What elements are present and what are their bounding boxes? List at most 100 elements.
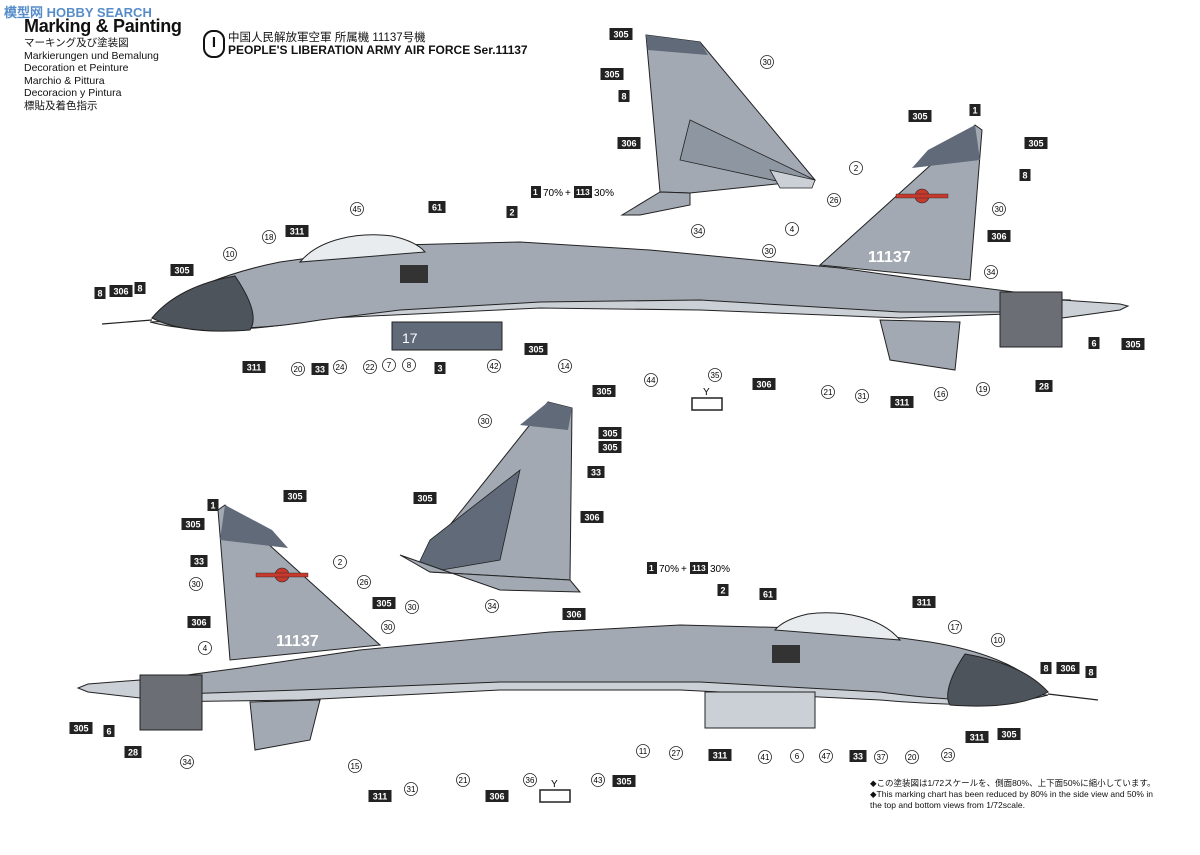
callout-boxed-label: 6 (106, 727, 111, 737)
callout-boxed: 311 (708, 749, 732, 761)
callout-boxed: 33 (587, 466, 605, 478)
callout-boxed: 8 (134, 282, 146, 294)
side1-roundel-bar (895, 193, 949, 199)
side1-fin-tip (912, 125, 980, 168)
callout-boxed: 8 (618, 90, 630, 102)
callout-boxed-label: 305 (613, 30, 628, 40)
callout-boxed: 306 (987, 230, 1011, 242)
callout-boxed: 306 (1056, 662, 1080, 674)
callout-boxed: 305 (170, 264, 194, 276)
callout-boxed: 305 (908, 110, 932, 122)
callout-boxed: 305 (1121, 338, 1145, 350)
callout-circled-label: 36 (526, 776, 535, 785)
side2-fin-tip (220, 505, 288, 548)
aircraft-side-view-right: 11137 (76, 504, 1099, 803)
side1-intake (391, 321, 503, 351)
callout-boxed: 1 (207, 499, 219, 511)
callout-circled: 15 (348, 759, 362, 773)
callout-boxed: 61 (759, 588, 777, 600)
callout-circled: 31 (404, 782, 418, 796)
callout-circled: 20 (291, 362, 305, 376)
callout-circled-label: 27 (672, 749, 681, 758)
callout-circled-label: 34 (987, 268, 996, 277)
callout-circled: 14 (558, 359, 572, 373)
callout-boxed-label: 305 (528, 345, 543, 355)
callout-boxed-label: 33 (315, 365, 325, 375)
callout-circled: 31 (855, 389, 869, 403)
callout-circled: 8 (402, 358, 416, 372)
callout-circled-label: 20 (908, 753, 917, 762)
callout-circled-label: 14 (561, 362, 570, 371)
callout-boxed-label: 305 (417, 494, 432, 504)
callout-circled-label: 26 (830, 196, 839, 205)
callout-boxed: 28 (124, 746, 142, 758)
callout-circled-label: 15 (351, 762, 360, 771)
callout-circled-label: 24 (336, 363, 345, 372)
fin-middle-base (399, 554, 582, 593)
side1-flag (400, 265, 428, 283)
callout-circled-label: 6 (795, 752, 800, 761)
callout-boxed-label: 305 (287, 492, 302, 502)
callout-circled: 24 (333, 360, 347, 374)
header-line-it: Marchio & Pittura (24, 74, 105, 87)
callout-circled: 2 (333, 555, 347, 569)
callout-circled: 35 (708, 368, 722, 382)
callout-boxed-label: 8 (621, 92, 626, 102)
callout-circled: 23 (941, 748, 955, 762)
callout-circled-label: 19 (979, 385, 988, 394)
callout-circled-label: 34 (183, 758, 192, 767)
scale-note: ◆この塗装図は1/72スケールを、側面80%、上下面50%に縮小しています。 ◆… (870, 778, 1190, 811)
callout-boxed: 311 (242, 361, 266, 373)
callout-circled-label: 35 (711, 371, 720, 380)
side2-canopy (773, 612, 902, 641)
callout-boxed-label: 306 (991, 232, 1006, 242)
mix-bottom-a: 1 (649, 563, 654, 573)
callout-circled: 6 (790, 749, 804, 763)
callout-circled: 22 (363, 360, 377, 374)
callout-boxed: 6 (103, 725, 115, 737)
callout-circled-label: 30 (765, 247, 774, 256)
callout-boxed: 305 (1024, 137, 1048, 149)
callout-boxed: 311 (890, 396, 914, 408)
callout-circled-label: 8 (407, 361, 412, 370)
mix-bottom-b-pct: 30% (710, 564, 730, 575)
callout-circled-label: 41 (761, 753, 770, 762)
callout-circled-label: 7 (387, 361, 392, 370)
callout-circled: 34 (485, 599, 499, 613)
callout-boxed-label: 61 (432, 203, 442, 213)
side2-serial: 11137 (276, 633, 319, 650)
callout-circled-label: 21 (824, 388, 833, 397)
mix-top-a: 1 (533, 187, 538, 197)
side2-roundel-bar (255, 572, 309, 578)
side2-y-box (539, 789, 571, 803)
callout-circled: 26 (827, 193, 841, 207)
callout-boxed: 306 (752, 378, 776, 390)
callout-circled: 19 (976, 382, 990, 396)
callout-circled-label: 23 (944, 751, 953, 760)
callout-boxed-label: 33 (591, 468, 601, 478)
callout-boxed: 28 (1035, 380, 1053, 392)
callout-circled-label: 10 (226, 250, 235, 259)
callout-boxed: 2 (717, 584, 729, 596)
header-line-cn: 標貼及着色指示 (24, 99, 98, 112)
callout-boxed-label: 311 (917, 598, 932, 608)
callout-boxed: 33 (311, 363, 329, 375)
mix-top-b: 113 (576, 187, 590, 197)
callout-circled: 10 (223, 247, 237, 261)
callout-circled-label: 37 (877, 753, 886, 762)
side1-y-box (691, 397, 723, 411)
side1-engine-nozzle (999, 291, 1063, 348)
side1-radome (151, 275, 254, 332)
callout-boxed-label: 33 (853, 752, 863, 762)
callout-circled: 16 (934, 387, 948, 401)
callout-circled: 27 (669, 746, 683, 760)
callout-boxed-label: 306 (756, 380, 771, 390)
callout-circled-label: 31 (407, 785, 416, 794)
callout-boxed-label: 2 (720, 586, 725, 596)
mix-bottom-a-pct: 70% (659, 564, 679, 575)
y-label-top: Y (703, 387, 710, 398)
callout-circled-label: 34 (694, 227, 703, 236)
callout-boxed: 8 (1085, 666, 1097, 678)
callout-boxed-label: 28 (128, 748, 138, 758)
